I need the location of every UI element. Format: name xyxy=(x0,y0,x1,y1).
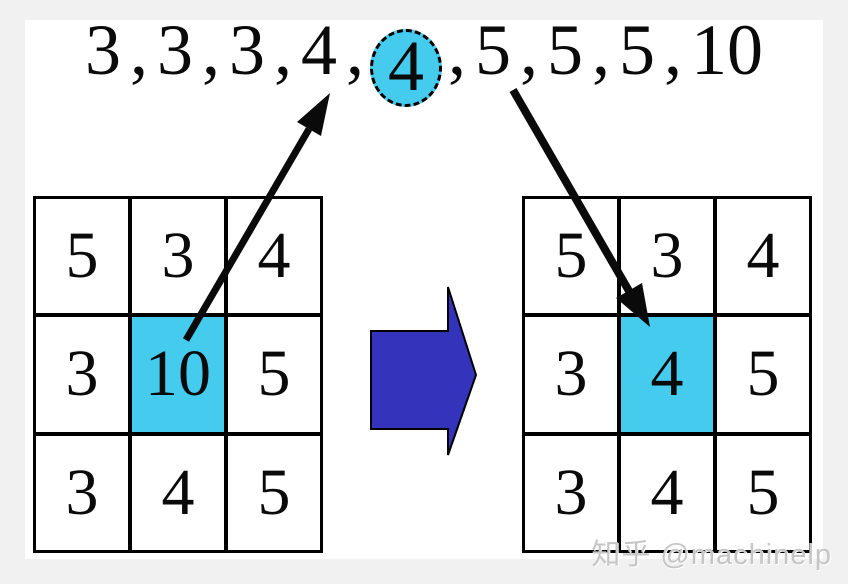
watermark: 知乎 @machinelp xyxy=(591,539,832,571)
sequence-number: 5 xyxy=(619,10,655,90)
highlighted-input-cell: 10 xyxy=(130,315,226,434)
grid-cell: 5 xyxy=(523,197,619,316)
grid-cell: 5 xyxy=(226,433,322,552)
sorted-sequence: 3,3,3,4,4,5,5,5,10 xyxy=(0,10,848,107)
sequence-number: 3 xyxy=(229,10,265,90)
sequence-comma: , xyxy=(130,10,148,90)
output-grid: 5 3 4 3 4 5 3 4 5 xyxy=(522,196,812,553)
grid-cell: 3 xyxy=(130,197,226,316)
grid-cell: 3 xyxy=(523,433,619,552)
grid-cell: 3 xyxy=(619,197,715,316)
sequence-comma: , xyxy=(592,10,610,90)
grid-cell: 5 xyxy=(715,433,811,552)
sequence-number: 3 xyxy=(85,10,121,90)
sequence-number: 3 xyxy=(157,10,193,90)
sequence-comma: , xyxy=(520,10,538,90)
sequence-comma: , xyxy=(448,10,466,90)
sequence-number: 10 xyxy=(691,10,763,90)
highlighted-output-cell: 4 xyxy=(619,315,715,434)
grid-cell: 4 xyxy=(619,433,715,552)
grid-cell: 4 xyxy=(715,197,811,316)
sequence-number: 4 xyxy=(301,10,337,90)
sequence-comma: , xyxy=(202,10,220,90)
sequence-number: 5 xyxy=(475,10,511,90)
grid-cell: 5 xyxy=(226,315,322,434)
input-grid: 5 3 4 3 10 5 3 4 5 xyxy=(33,196,323,553)
grid-cell: 5 xyxy=(715,315,811,434)
grid-cell: 4 xyxy=(130,433,226,552)
grid-cell: 3 xyxy=(34,315,130,434)
sequence-comma: , xyxy=(346,10,364,90)
sequence-comma: , xyxy=(664,10,682,90)
grid-cell: 5 xyxy=(34,197,130,316)
sequence-number: 5 xyxy=(547,10,583,90)
grid-cell: 4 xyxy=(226,197,322,316)
grid-cell: 3 xyxy=(523,315,619,434)
sequence-comma: , xyxy=(274,10,292,90)
median-value: 4 xyxy=(388,26,424,106)
grid-cell: 3 xyxy=(34,433,130,552)
median-value-circle: 4 xyxy=(370,29,442,107)
